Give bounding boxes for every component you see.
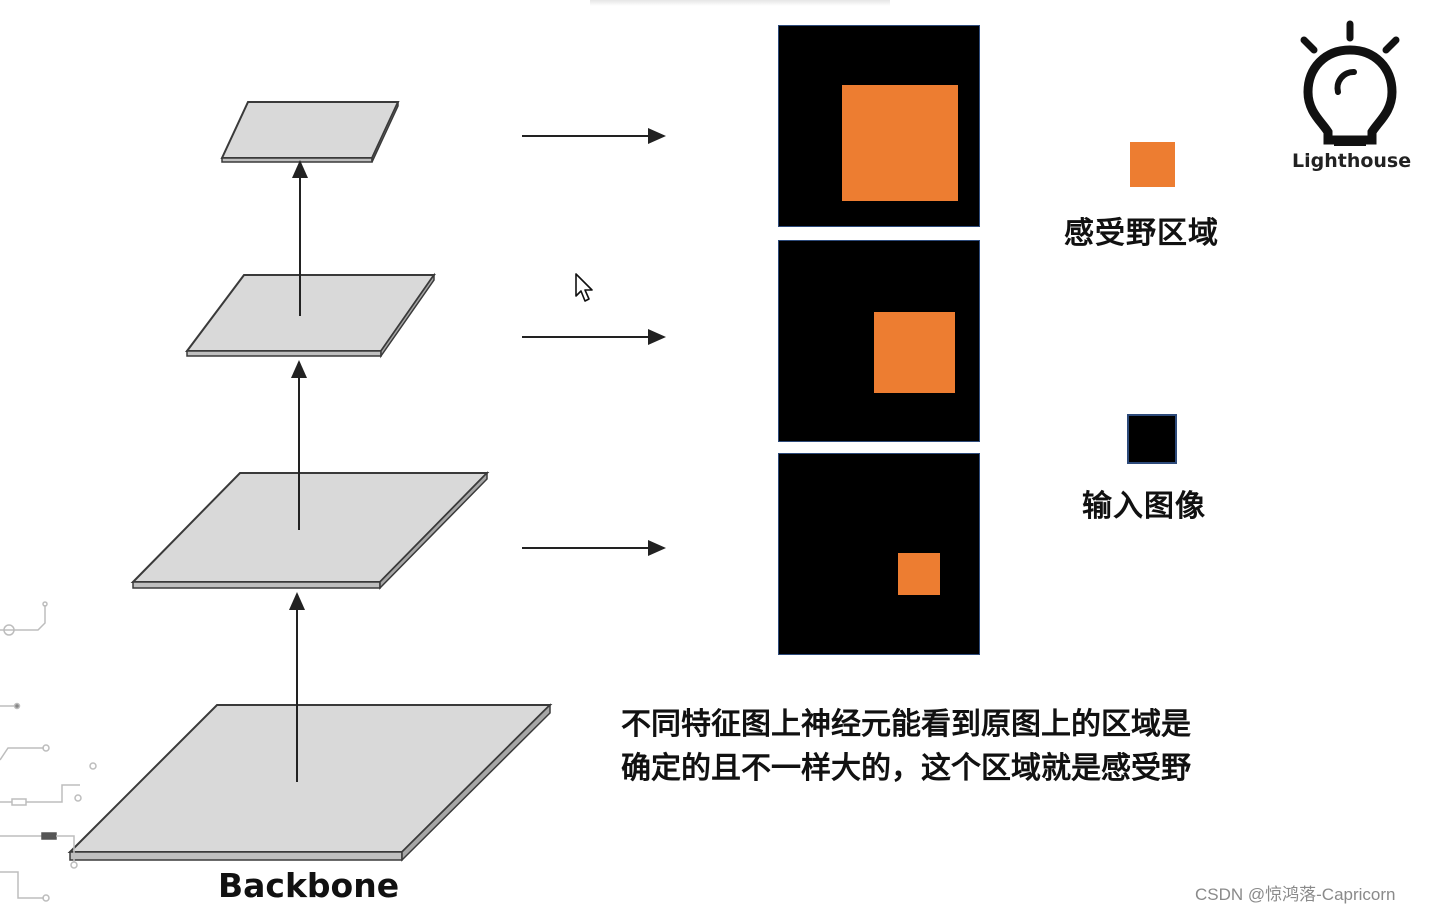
caption: 不同特征图上神经元能看到原图上的区域是 确定的且不一样大的，这个区域就是感受野 bbox=[621, 703, 1321, 791]
circuit-decoration bbox=[0, 601, 97, 902]
mouse-pointer-icon bbox=[575, 273, 593, 302]
receptive-field-medium bbox=[874, 312, 955, 393]
top-shadow bbox=[590, 0, 890, 6]
input-image-box-2 bbox=[778, 240, 980, 442]
feature-plane-backbone bbox=[67, 703, 553, 862]
feature-plane-3 bbox=[130, 471, 490, 590]
lightbulb-icon bbox=[1300, 20, 1400, 146]
backbone-label: Backbone bbox=[218, 866, 400, 905]
legend-swatch-input-image bbox=[1127, 414, 1177, 464]
input-image-box-3 bbox=[778, 453, 980, 655]
caption-line-2: 确定的且不一样大的，这个区域就是感受野 bbox=[621, 751, 1191, 786]
caption-line-1: 不同特征图上神经元能看到原图上的区域是 bbox=[621, 707, 1191, 742]
legend-swatch-receptive-field bbox=[1130, 142, 1175, 187]
receptive-field-large bbox=[842, 85, 958, 201]
logo-text: Lighthouse bbox=[1292, 150, 1412, 172]
legend-label-input-image: 输入图像 bbox=[1082, 489, 1206, 524]
legend-label-receptive-field: 感受野区域 bbox=[1064, 216, 1219, 251]
receptive-field-small bbox=[898, 553, 940, 595]
watermark: CSDN @惊鸿落-Capricorn bbox=[1195, 885, 1396, 904]
feature-plane-1 bbox=[220, 101, 400, 163]
feature-plane-2 bbox=[185, 272, 436, 359]
input-image-box-1 bbox=[778, 25, 980, 227]
